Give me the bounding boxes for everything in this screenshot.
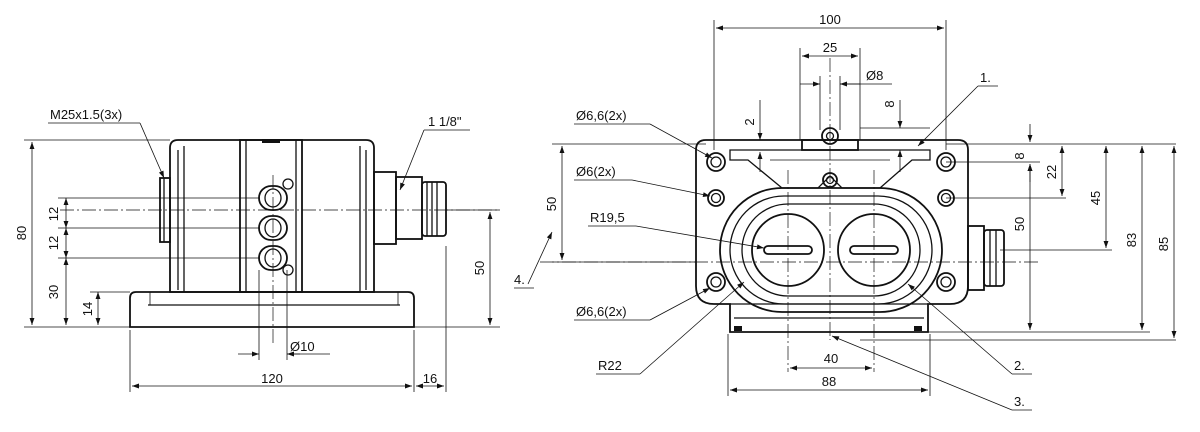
dim-120: 120 bbox=[261, 371, 283, 386]
hole-label-c: Ø6,6(2x) bbox=[576, 304, 627, 319]
dim-16: 16 bbox=[423, 371, 437, 386]
dim-83: 83 bbox=[1124, 233, 1139, 247]
conduit-fitting bbox=[373, 171, 447, 245]
dim-dia-8: Ø8 bbox=[866, 68, 883, 83]
dim-22: 22 bbox=[1044, 165, 1059, 179]
dim-8-right: 8 bbox=[1012, 152, 1027, 159]
callout-1: 1. bbox=[980, 70, 991, 85]
mounting-holes bbox=[706, 152, 956, 292]
callout-4: 4. bbox=[514, 272, 525, 287]
hole-label-b: Ø6(2x) bbox=[576, 164, 616, 179]
front-view: 100 25 Ø8 2 8 50 8 bbox=[514, 12, 1177, 411]
dim-45: 45 bbox=[1088, 191, 1103, 205]
dim-30: 30 bbox=[46, 285, 61, 299]
dim-80: 80 bbox=[14, 226, 29, 240]
cable-holes bbox=[258, 178, 294, 276]
dim-2: 2 bbox=[742, 118, 757, 125]
dim-50-right: 50 bbox=[1012, 217, 1027, 231]
dim-8-top: 8 bbox=[882, 100, 897, 107]
side-view: 80 12 12 30 14 50 Ø10 120 16 bbox=[14, 107, 500, 392]
callout-2: 2. bbox=[1014, 358, 1025, 373]
conduit-label: 1 1/8" bbox=[428, 114, 462, 129]
dim-88: 88 bbox=[822, 374, 836, 389]
thread-label: M25x1.5(3x) bbox=[50, 107, 122, 122]
dim-25: 25 bbox=[823, 40, 837, 55]
callout-3: 3. bbox=[1014, 394, 1025, 409]
dim-14: 14 bbox=[80, 302, 95, 316]
radius-19-5: R19,5 bbox=[590, 210, 625, 225]
dim-85: 85 bbox=[1156, 237, 1171, 251]
radius-22: R22 bbox=[598, 358, 622, 373]
dim-dia-10: Ø10 bbox=[290, 339, 315, 354]
dim-100: 100 bbox=[819, 12, 841, 27]
dim-40: 40 bbox=[824, 351, 838, 366]
dim-50-left: 50 bbox=[544, 197, 559, 211]
hole-label-a: Ø6,6(2x) bbox=[576, 108, 627, 123]
dim-12-lower: 12 bbox=[46, 236, 61, 250]
dim-12-upper: 12 bbox=[46, 207, 61, 221]
dim-50: 50 bbox=[472, 261, 487, 275]
